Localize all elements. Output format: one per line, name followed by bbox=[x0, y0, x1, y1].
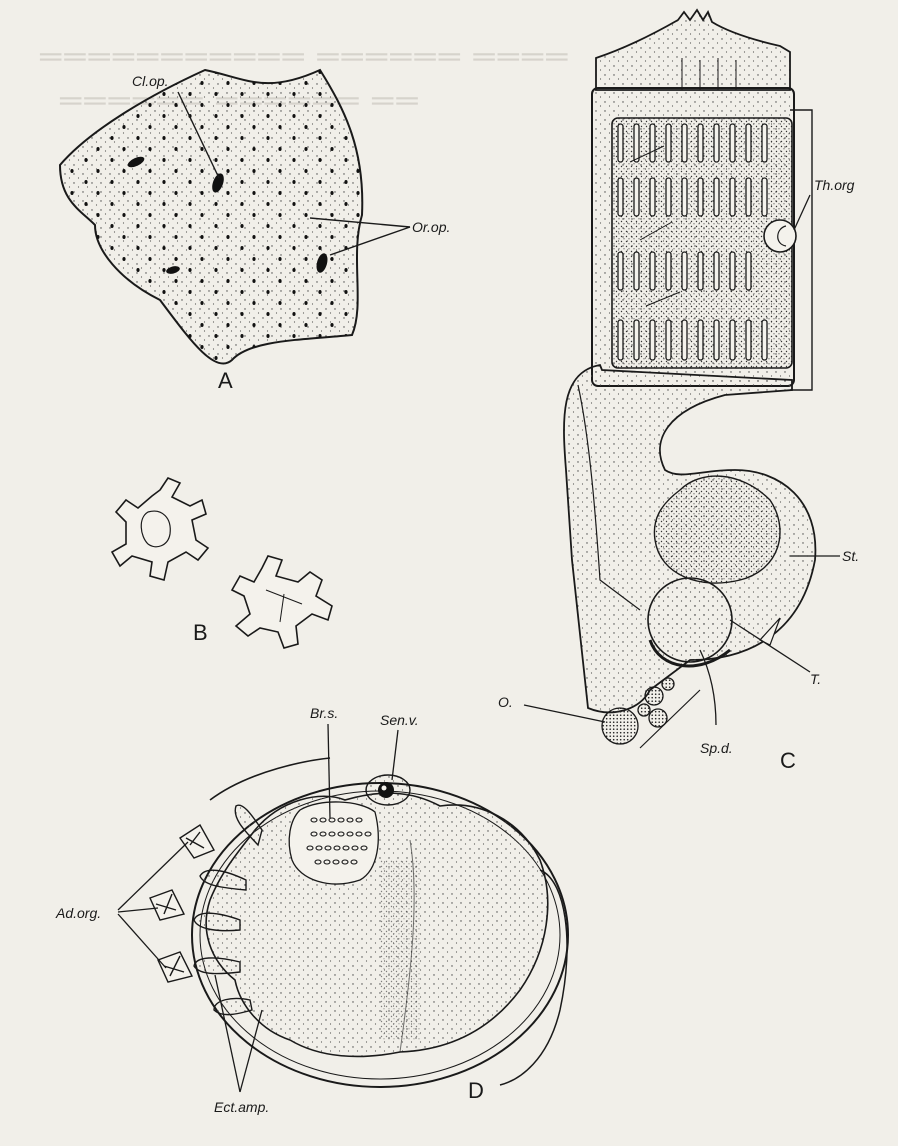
label-br-s: Br.s. bbox=[310, 705, 338, 721]
label-st: St. bbox=[842, 548, 859, 564]
figure-letter-a: A bbox=[218, 368, 233, 393]
label-cl-op: Cl.op. bbox=[132, 73, 169, 89]
label-sp-d: Sp.d. bbox=[700, 740, 733, 756]
thoracic-organ bbox=[764, 220, 796, 252]
label-th-org: Th.org bbox=[814, 177, 855, 193]
figure-c: Th.org St. T. Sp.d. O. C bbox=[498, 10, 859, 773]
figure-letter-c: C bbox=[780, 748, 796, 773]
siphon bbox=[596, 10, 790, 90]
figure-a: Cl.op. Or.op. A bbox=[60, 70, 450, 393]
larva-star-shape bbox=[232, 556, 332, 648]
label-or-op: Or.op. bbox=[412, 219, 450, 235]
testis bbox=[648, 578, 732, 662]
figure-d: Sen.v. Br.s. Ad.org. Ect.amp. D bbox=[55, 705, 568, 1115]
label-t: T. bbox=[810, 671, 821, 687]
figure-letter-d: D bbox=[468, 1078, 484, 1103]
label-o: O. bbox=[498, 694, 513, 710]
branchial-sac bbox=[289, 802, 378, 884]
figure-letter-b: B bbox=[193, 620, 208, 645]
figure-b: B bbox=[112, 478, 332, 648]
larva-star-shape bbox=[112, 478, 208, 580]
label-sen-v: Sen.v. bbox=[380, 712, 419, 728]
label-ad-org: Ad.org. bbox=[55, 905, 101, 921]
label-ect-amp: Ect.amp. bbox=[214, 1099, 269, 1115]
